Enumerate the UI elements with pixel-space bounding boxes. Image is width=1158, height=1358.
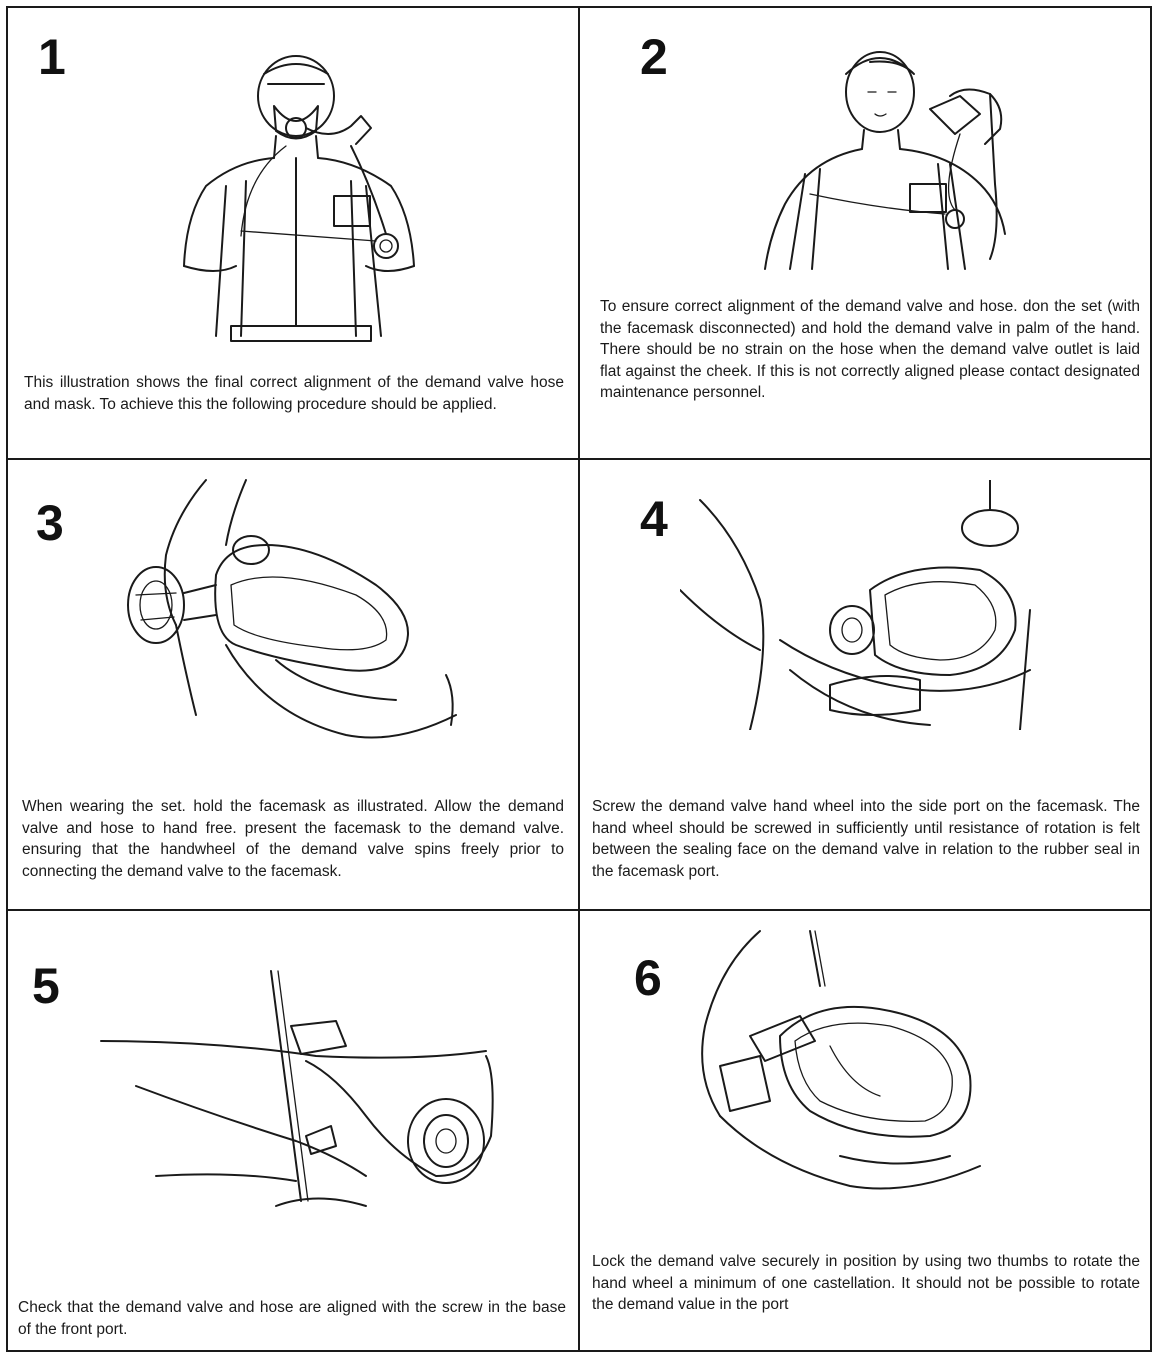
step-panel-5: 5 Check that the demand valve and hose a… (6, 911, 578, 1348)
step-number: 1 (38, 32, 66, 82)
step-number: 6 (634, 953, 662, 1003)
step-caption: To ensure correct alignment of the deman… (600, 296, 1140, 404)
step-panel-3: 3 When wearing the set. hold the facemas… (6, 460, 578, 909)
instruction-sheet: 1 (6, 6, 1152, 1352)
step-caption: Check that the demand valve and hose are… (18, 1297, 566, 1340)
step-panel-4: 4 Screw the demand valve hand wheel into… (580, 460, 1150, 909)
wearer-full-set-illustration (156, 36, 456, 356)
step-number: 4 (640, 494, 668, 544)
step-panel-6: 6 Lock the demand valve securely in posi… (580, 911, 1150, 1348)
screwing-hand-wheel-illustration (680, 480, 1080, 730)
step-number: 3 (36, 498, 64, 548)
step-number: 2 (640, 32, 668, 82)
step-caption: Lock the demand valve securely in positi… (592, 1251, 1140, 1316)
step-caption: Screw the demand valve hand wheel into t… (592, 796, 1140, 882)
step-caption: This illustration shows the final correc… (24, 372, 564, 415)
step-number: 5 (32, 961, 60, 1011)
holding-facemask-illustration (116, 475, 476, 775)
locking-demand-valve-illustration (680, 926, 1000, 1226)
wearer-holding-demand-valve-illustration (750, 34, 1050, 294)
step-panel-2: 2 To ensure correct alignmen (580, 6, 1150, 458)
step-panel-1: 1 (6, 6, 578, 458)
step-caption: When wearing the set. hold the facemask … (22, 796, 564, 882)
checking-alignment-illustration (96, 966, 516, 1216)
